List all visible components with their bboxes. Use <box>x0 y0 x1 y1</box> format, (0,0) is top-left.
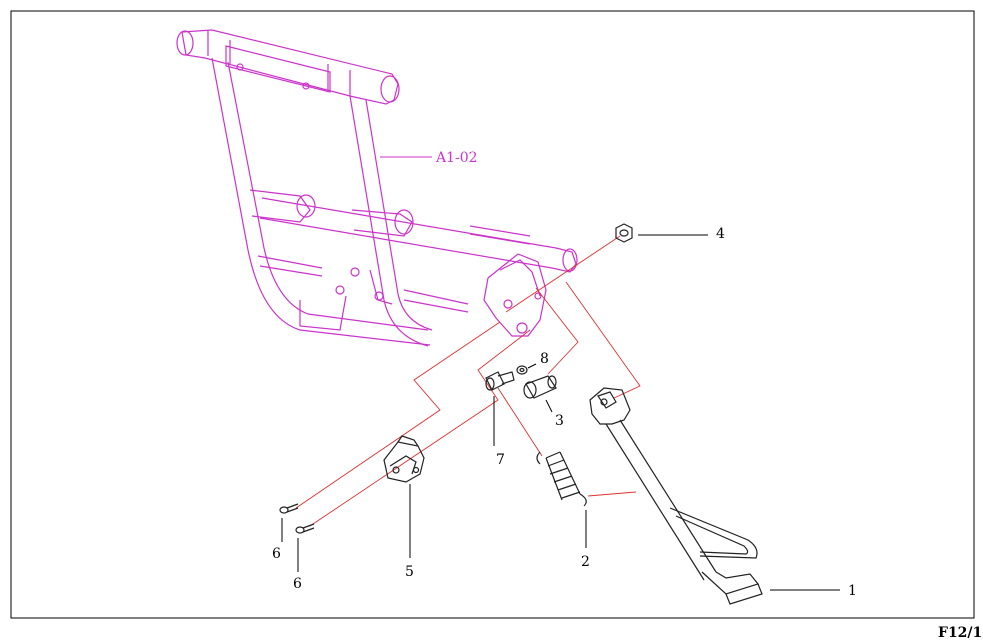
callout-6-upper: 6 <box>272 546 281 562</box>
part-screw-upper <box>279 503 299 514</box>
callout-2: 2 <box>581 554 590 570</box>
part-return-spring <box>536 451 587 507</box>
assembly-guide-lines <box>295 235 641 527</box>
callout-6-lower: 6 <box>293 576 302 592</box>
sheet-id: F12/1 <box>938 625 982 641</box>
callout-8: 8 <box>540 351 549 367</box>
callout-leaders <box>281 234 840 591</box>
drawing-border <box>10 10 975 619</box>
part-side-stand <box>589 387 763 605</box>
part-pivot-bushing <box>523 375 557 399</box>
frame-assembly <box>176 29 578 347</box>
callout-4: 4 <box>716 226 725 242</box>
part-nut <box>615 223 633 243</box>
callout-5: 5 <box>405 564 414 580</box>
part-screw-lower <box>295 523 315 534</box>
callout-7: 7 <box>496 452 505 468</box>
part-washer <box>516 365 528 375</box>
frame-label: A1-02 <box>435 150 478 166</box>
part-pivot-bolt <box>485 371 515 391</box>
callout-1: 1 <box>848 583 857 599</box>
callout-3: 3 <box>555 413 564 429</box>
part-stand-switch <box>383 435 425 483</box>
